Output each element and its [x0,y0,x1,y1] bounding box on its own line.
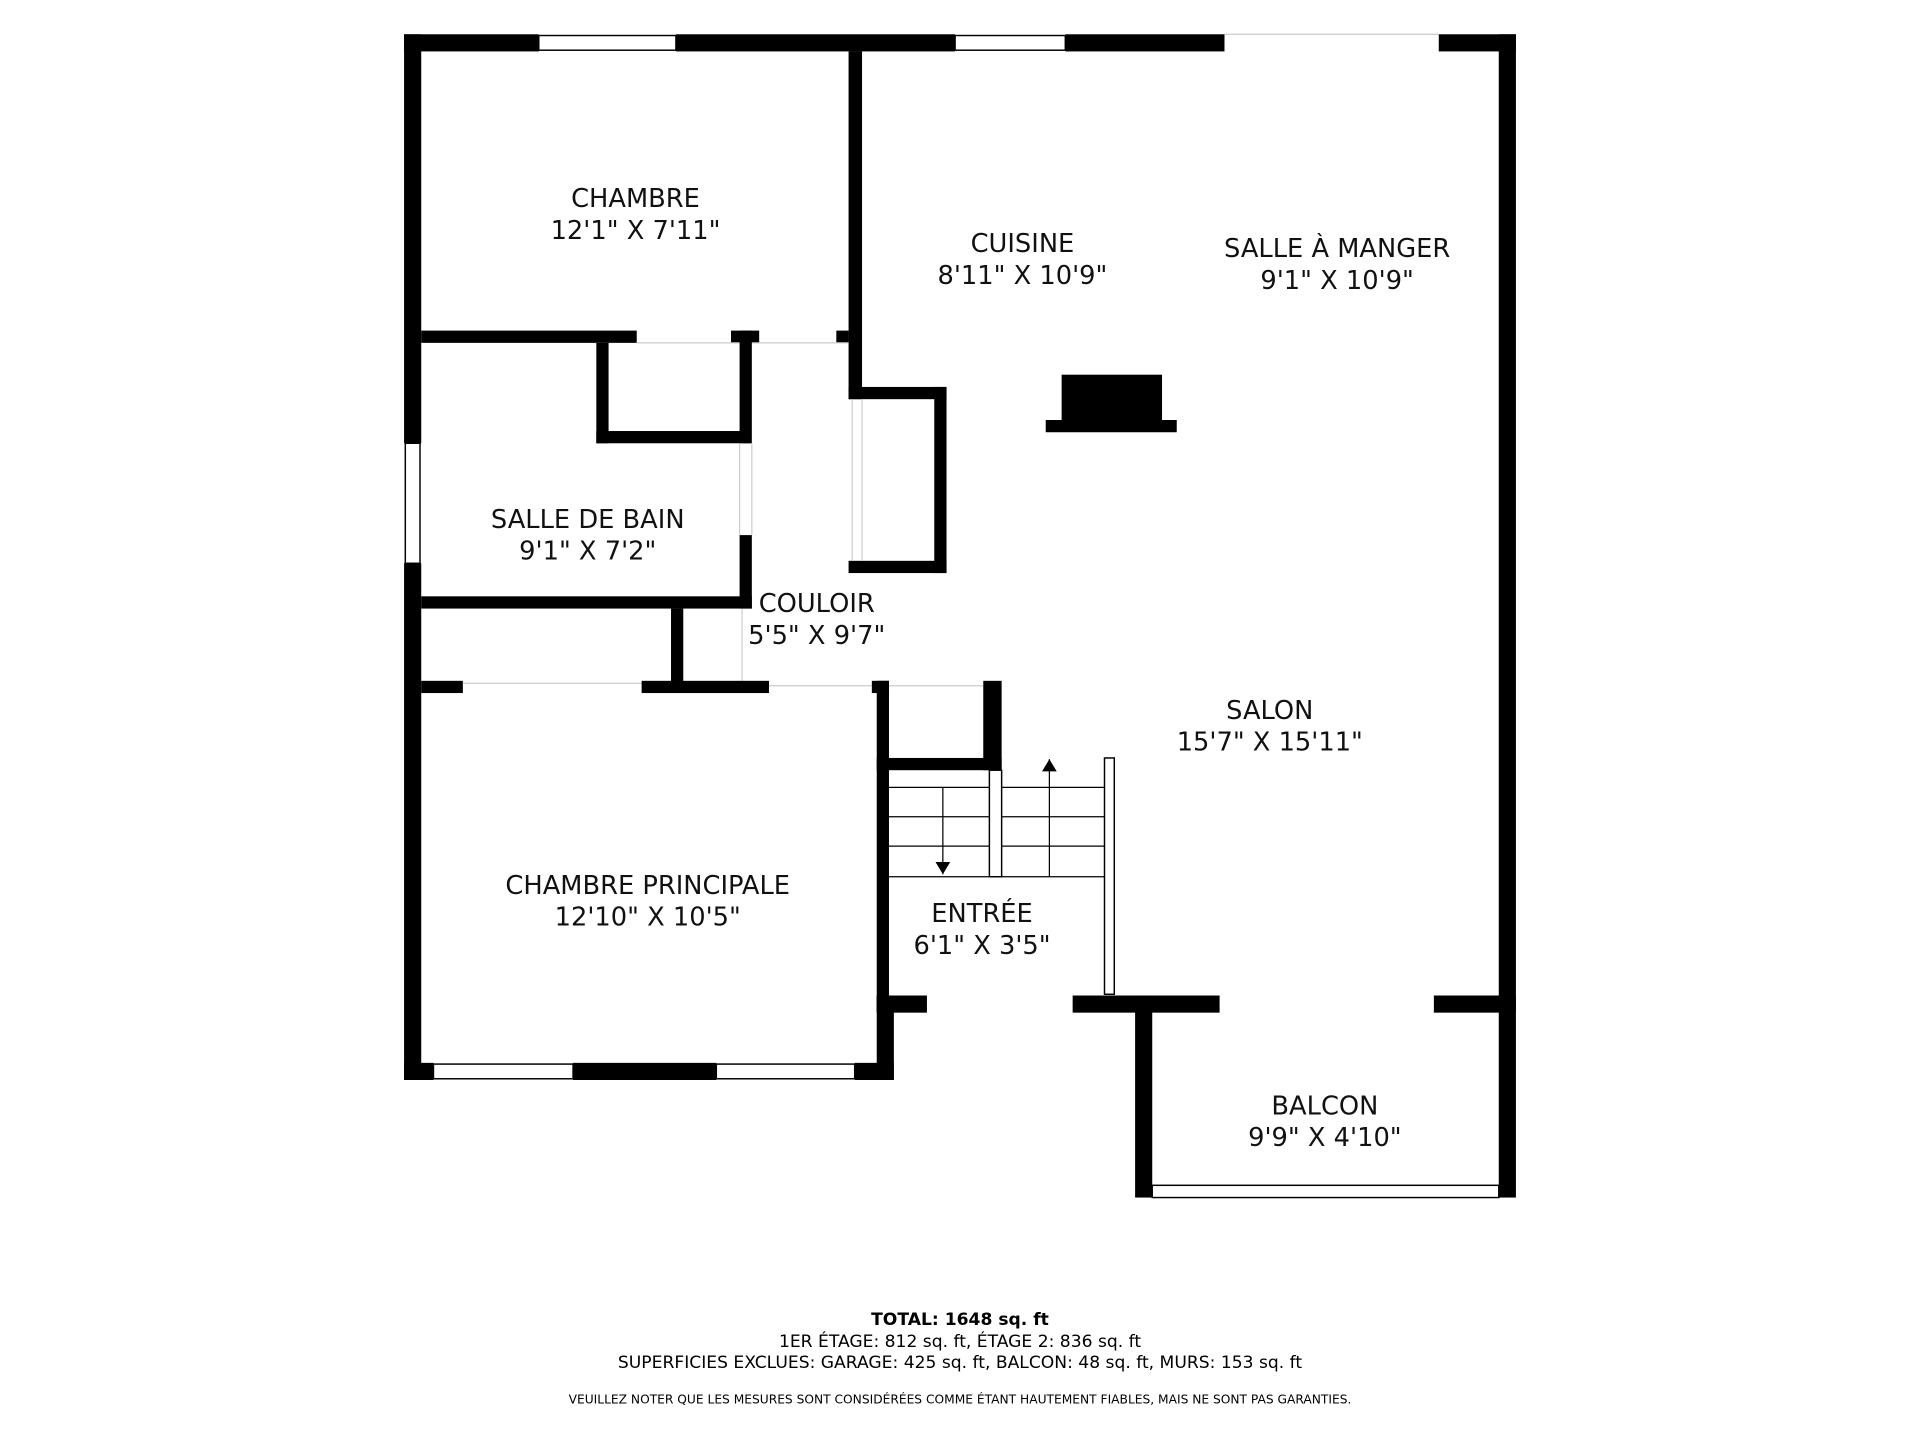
room-dims: 12'10" X 10'5" [555,903,741,933]
room-name: BALCON [1271,1091,1378,1121]
excluded-areas: SUPERFICIES EXCLUES: GARAGE: 425 sq. ft,… [618,1353,1302,1373]
room-name: COULOIR [759,589,875,619]
room-dims: 6'1" X 3'5" [913,931,1050,961]
window [404,442,421,564]
room-name: CHAMBRE [571,184,700,214]
room-dims: 15'7" X 15'11" [1177,728,1363,758]
room-dims: 9'9" X 4'10" [1248,1123,1401,1153]
room-name: SALLE DE BAIN [491,505,685,535]
room-name: CHAMBRE PRINCIPALE [505,871,790,901]
room-dims: 9'1" X 10'9" [1260,266,1413,296]
walls [404,33,1516,1199]
staircase [888,757,1116,996]
disclaimer: VEUILLEZ NOTER QUE LES MESURES SONT CONS… [569,1391,1352,1406]
footer: TOTAL: 1648 sq. ft 1ER ÉTAGE: 812 sq. ft… [569,1310,1352,1406]
arrow-up-icon [1042,759,1057,772]
room-dims: 5'5" X 9'7" [748,621,885,651]
floor-areas: 1ER ÉTAGE: 812 sq. ft, ÉTAGE 2: 836 sq. … [779,1330,1141,1352]
balcony-railing [1151,1184,1500,1199]
room-dims: 8'11" X 10'9" [938,261,1108,291]
total-area: TOTAL: 1648 sq. ft [871,1310,1049,1330]
window [954,34,1067,51]
room-name: SALLE À MANGER [1224,232,1450,264]
window [432,1063,574,1080]
room-dims: 12'1" X 7'11" [551,216,721,246]
room-name: SALON [1226,696,1313,726]
arrow-down-icon [935,862,951,875]
room-dims: 9'1" X 7'2" [519,537,656,567]
room-name: ENTRÉE [931,897,1033,929]
fireplace [1061,374,1163,422]
window [715,1063,856,1080]
room-name: CUISINE [971,229,1075,259]
room-labels: CHAMBRE 12'1" X 7'11" CUISINE 8'11" X 10… [491,184,1450,1153]
window [538,34,677,51]
